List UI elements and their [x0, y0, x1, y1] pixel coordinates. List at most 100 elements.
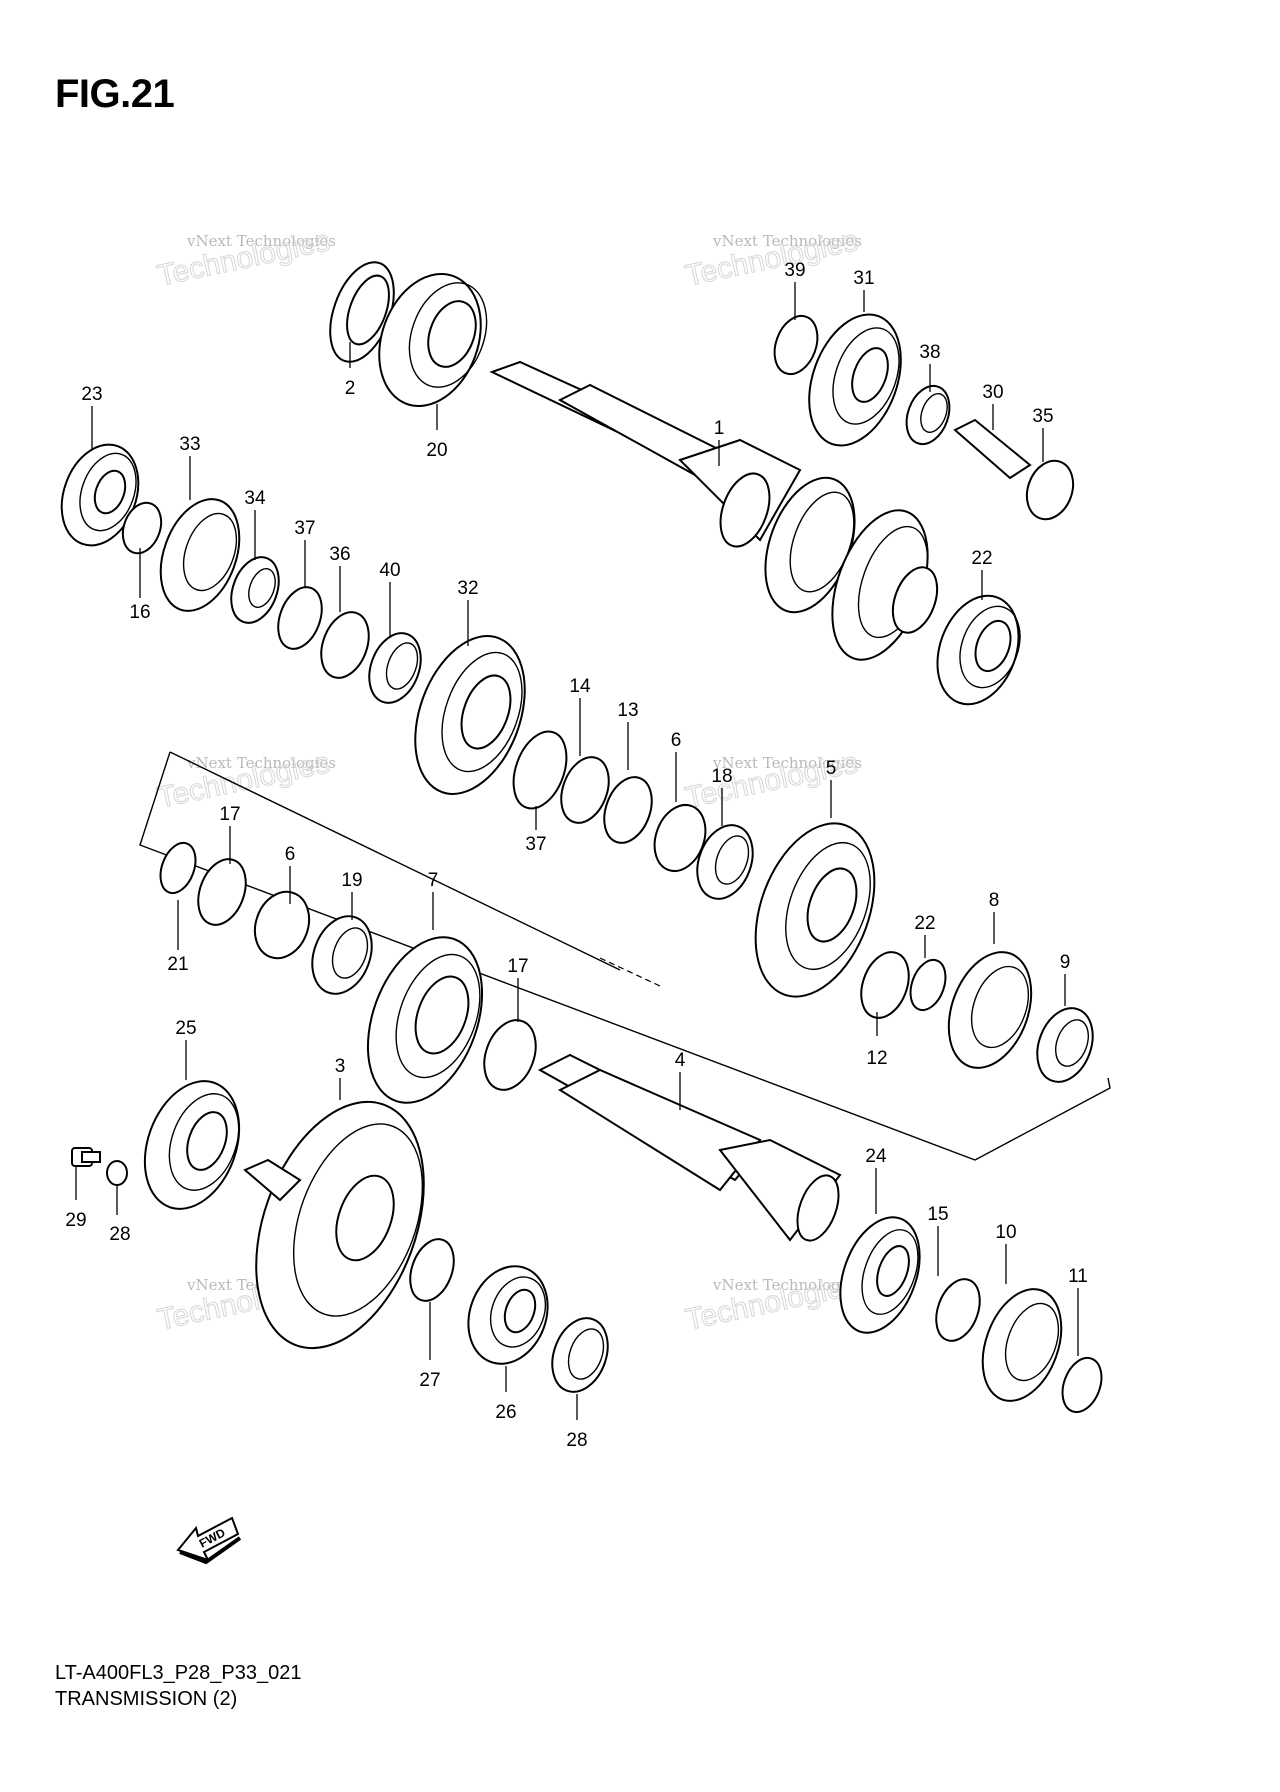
callout-2: 2 — [345, 378, 356, 399]
needle-bearing-part — [311, 915, 373, 995]
dog-clutch-part — [947, 951, 1033, 1069]
washer-part — [106, 1160, 128, 1186]
bearing-part — [467, 1265, 549, 1365]
washer-part — [409, 1238, 455, 1302]
callout-3: 3 — [335, 1056, 346, 1077]
sleeve-part — [159, 498, 241, 612]
callout-11: 11 — [1068, 1266, 1088, 1287]
bolt-part — [71, 1147, 101, 1167]
callout-21: 22 — [971, 548, 992, 569]
callout-12: 12 — [866, 1048, 887, 1069]
callout-labels: 2 20 1 23 33 34 37 36 40 32 16 39 31 38 … — [65, 260, 1087, 1451]
watermark-text: vNext Technologies — [186, 232, 336, 250]
washer-part — [277, 586, 323, 650]
callout-38: 38 — [919, 342, 940, 363]
gear-part — [831, 509, 939, 661]
callout-13: 13 — [617, 700, 638, 721]
gear-part — [414, 635, 526, 795]
callout-14: 14 — [569, 676, 591, 697]
callout-6b: 6 — [285, 844, 296, 865]
callout-34: 34 — [244, 488, 266, 509]
callout-20b: 22 — [914, 913, 935, 934]
callout-7: 7 — [428, 870, 439, 891]
callout-39: 39 — [784, 260, 805, 281]
bearing-part — [230, 556, 280, 624]
callout-32: 32 — [457, 578, 478, 599]
callout-6: 6 — [671, 730, 682, 751]
callout-28: 28 — [109, 1224, 130, 1245]
callout-18b: 19 — [341, 870, 362, 891]
callout-30: 30 — [982, 382, 1003, 403]
watermark-text: vNext Technologies — [712, 232, 862, 250]
callout-24: 25 — [175, 1018, 196, 1039]
oil-seal-part — [329, 261, 395, 363]
assembly-outline — [139, 751, 1111, 1161]
callout-27: 28 — [566, 1430, 587, 1451]
needle-bearing-part — [368, 632, 422, 704]
lock-washer-part — [560, 756, 610, 824]
callout-26: 27 — [419, 1370, 440, 1391]
washer-part — [860, 951, 910, 1019]
callout-18: 18 — [711, 766, 732, 787]
gear-part — [366, 936, 484, 1104]
gear-part — [808, 313, 902, 447]
callout-37: 37 — [294, 518, 315, 539]
gear-part — [981, 1288, 1063, 1402]
washer-part — [1025, 459, 1075, 521]
callout-33: 33 — [179, 434, 200, 455]
lower-assembly — [71, 1080, 1103, 1414]
bearing-part — [839, 1216, 921, 1334]
callout-23: 24 — [865, 1146, 887, 1167]
gear-part — [754, 822, 876, 998]
circlip-part — [773, 314, 819, 376]
washer-part — [483, 1019, 537, 1091]
countershaft-assembly — [159, 841, 842, 1242]
main-shaft-part — [489, 360, 802, 548]
leader-lines — [75, 282, 1079, 1420]
middle-washer-group — [512, 730, 1094, 1083]
circlip-part — [1061, 1356, 1103, 1414]
callout-25: 26 — [495, 1402, 516, 1423]
bearing-part — [378, 273, 488, 407]
figure-code: LT-A400FL3_P28_P33_021 — [55, 1662, 302, 1684]
callout-37b: 37 — [525, 834, 546, 855]
callout-29: 29 — [65, 1210, 86, 1231]
callout-9: 9 — [1060, 952, 1071, 973]
callout-5: 5 — [826, 758, 837, 779]
collar-part — [253, 890, 311, 960]
ring-part — [121, 501, 163, 555]
watermark-text: vNext Technologies — [712, 1276, 862, 1294]
watermark-text: vNext Technologies — [712, 754, 862, 772]
washer-part — [197, 858, 247, 926]
callout-8: 8 — [989, 890, 1000, 911]
callout-22: 23 — [81, 384, 102, 405]
bearing-part — [936, 594, 1021, 706]
circlip-part — [909, 958, 947, 1012]
needle-bearing-part — [696, 824, 754, 900]
callout-35: 35 — [1032, 406, 1053, 427]
circlip-part — [159, 841, 197, 895]
forward-arrow-icon: FWD — [176, 1516, 242, 1565]
callout-1: 1 — [714, 418, 725, 439]
bearing-part — [143, 1080, 241, 1210]
figure-description: TRANSMISSION (2) — [55, 1688, 238, 1710]
washer-part — [512, 730, 568, 810]
callout-31: 31 — [853, 268, 874, 289]
bushing-part — [1036, 1007, 1094, 1083]
upper-shaft-assembly — [60, 261, 1075, 795]
callout-15: 15 — [927, 1204, 948, 1225]
assembly-outline — [169, 751, 621, 971]
lock-washer-part — [603, 776, 653, 844]
callout-36: 36 — [329, 544, 350, 565]
callout-10: 10 — [995, 1222, 1016, 1243]
pin-part — [953, 418, 1032, 480]
callout-20: 21 — [167, 954, 188, 975]
collar-part — [320, 611, 370, 679]
needle-bearing-part — [905, 384, 951, 446]
figure-title: FIG.21 — [55, 72, 175, 116]
oil-seal-part — [551, 1317, 609, 1393]
gear-part — [243, 1100, 425, 1350]
bearing-part — [60, 443, 140, 547]
watermark-text: vNext Technologies — [186, 754, 336, 772]
